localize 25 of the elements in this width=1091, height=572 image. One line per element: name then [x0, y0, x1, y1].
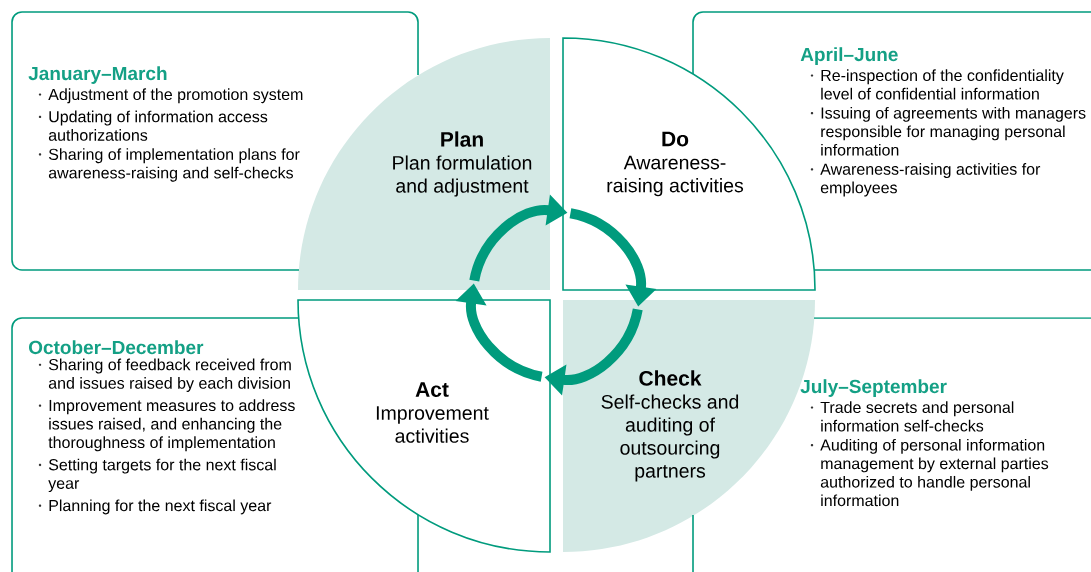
- phase-title: Plan: [441, 131, 483, 147]
- period-heading: July–September: [800, 379, 947, 397]
- phase-title: Check: [639, 370, 702, 386]
- bullet-item: Auditing of personal information management by external parties authorized to handle personal information: [810, 438, 1049, 507]
- quadrant-sector: [297, 299, 551, 553]
- period-heading: April–June: [800, 47, 898, 65]
- phase-title: Act: [415, 382, 449, 397]
- bullet-item: Trade secrets and personal information self-checks: [810, 401, 1014, 432]
- phase-title: Do: [662, 131, 689, 147]
- phase-description: Improvement activities: [376, 406, 489, 443]
- period-heading: October–December: [29, 340, 204, 355]
- phase-description: Plan formulation and adjustment: [393, 155, 532, 197]
- phase-description: Awareness-raising activities: [607, 155, 744, 197]
- bullet-item: Awareness-raising activities for employees: [810, 163, 1041, 197]
- bullet-item: Updating of information access authorizations: [38, 110, 268, 141]
- bullet-item: Sharing of implementation plans for awareness-raising and self-checks: [38, 148, 300, 182]
- bullet-item: Issuing of agreements with managers responsible for managing personal information: [810, 106, 1086, 156]
- bullet-item: Sharing of feedback received from and issues raised by each division: [38, 358, 291, 392]
- bullet-item: Adjustment of the promotion system: [38, 88, 303, 104]
- bullet-item: Setting targets for the next fiscal year: [38, 458, 276, 493]
- bullet-item: Re-inspection of the confidentiality level of confidential information: [810, 69, 1064, 100]
- bullet-item: Improvement measures to address issues raised, and enhancing the thoroughness of implementation: [38, 399, 295, 452]
- period-heading: January–March: [28, 66, 167, 84]
- phase-description: Self-checks and auditing of outsourcing partners: [601, 394, 739, 482]
- bullet-item: Planning for the next fiscal year: [38, 499, 272, 515]
